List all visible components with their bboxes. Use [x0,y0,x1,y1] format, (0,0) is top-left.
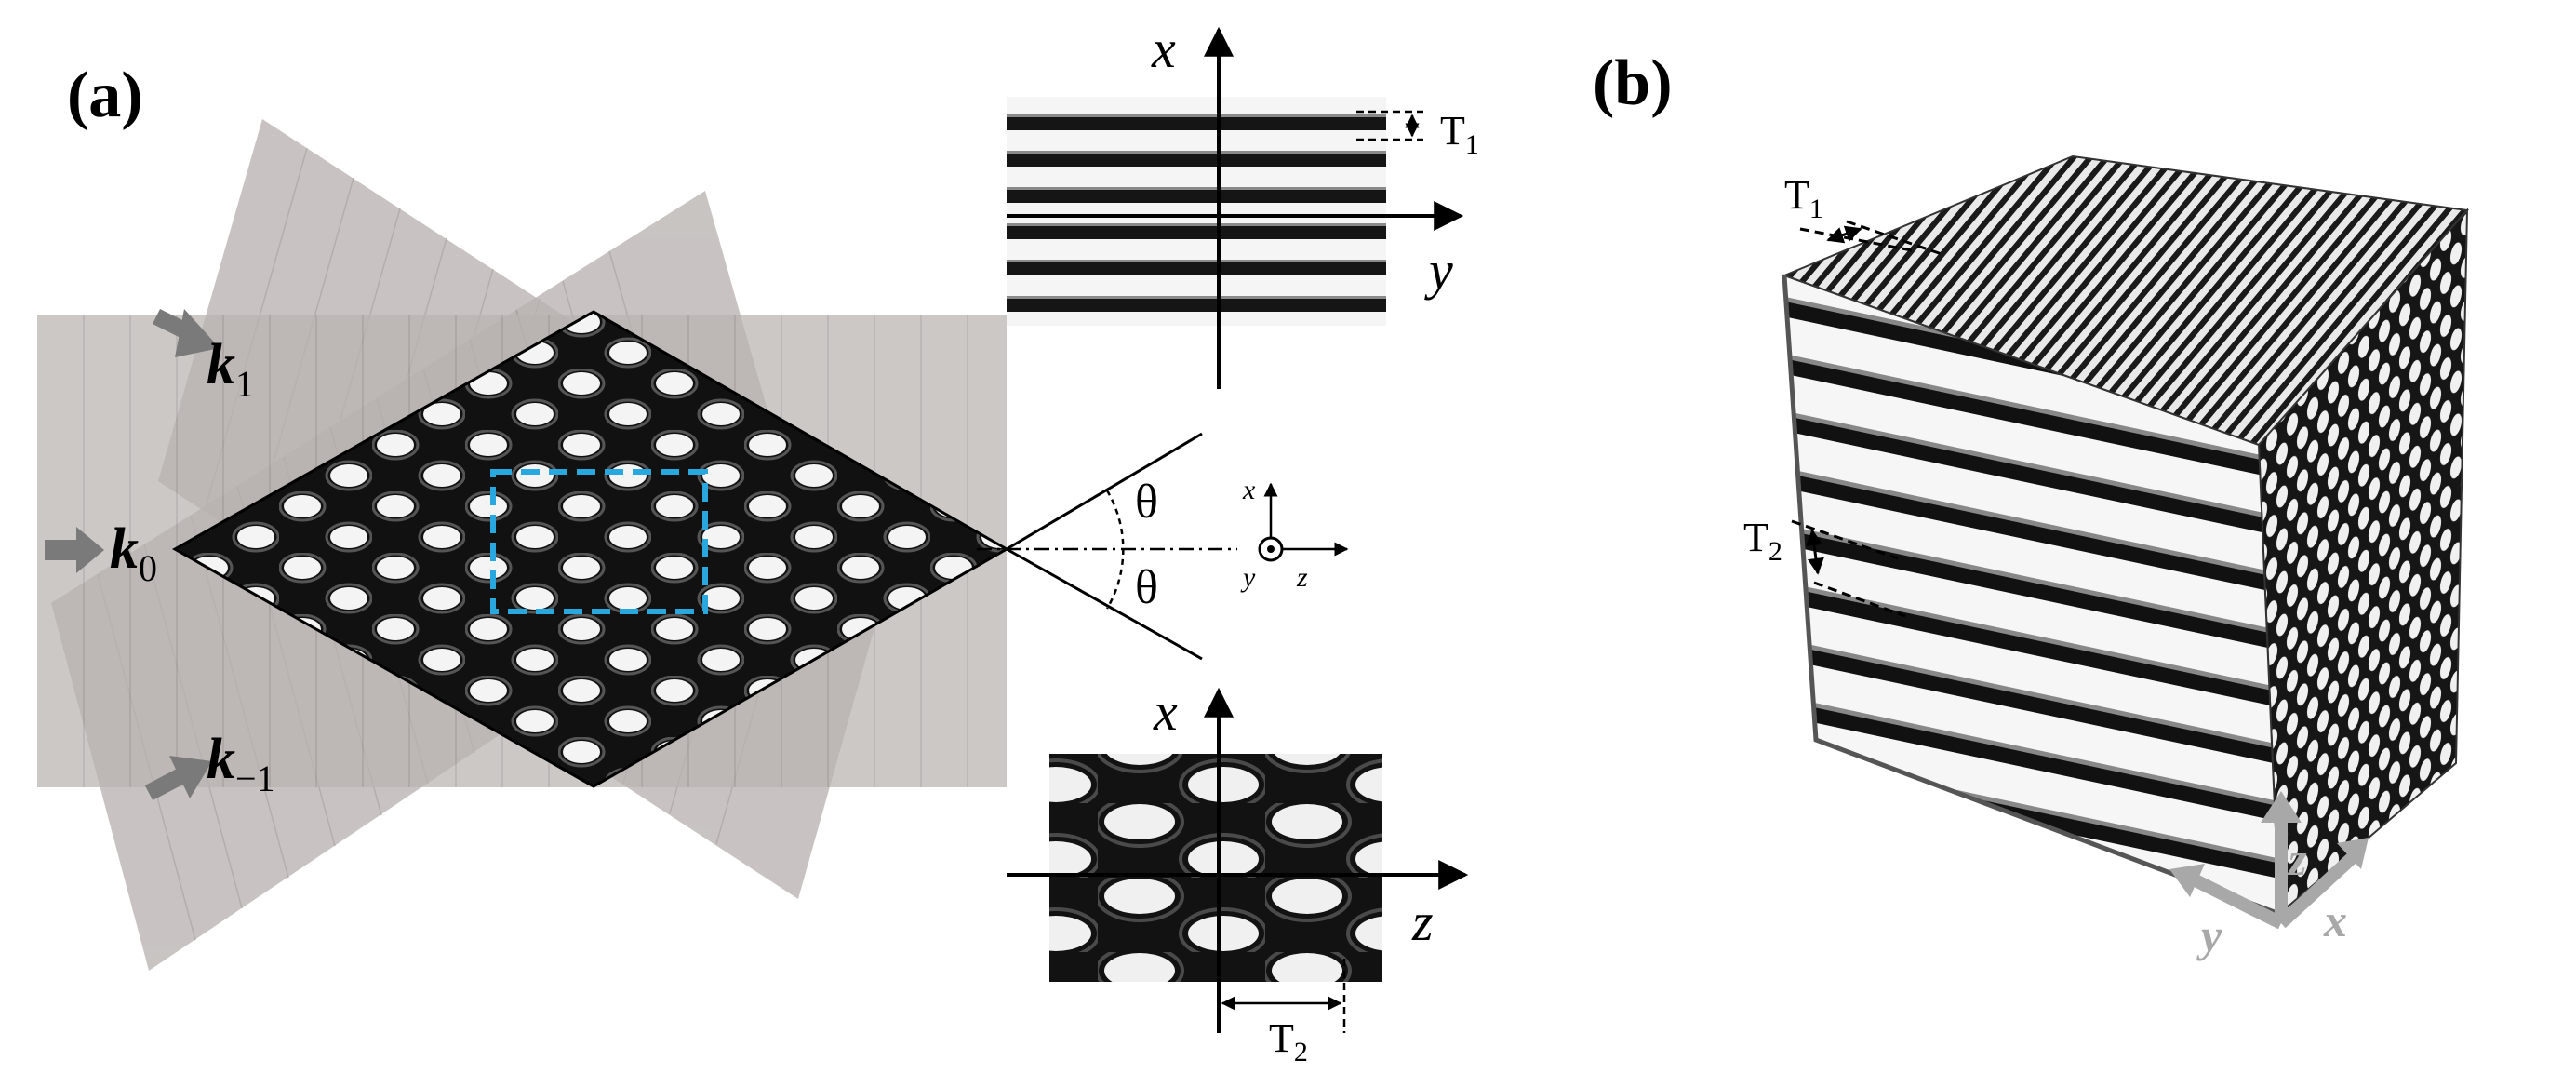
inset-xy [1007,26,1464,389]
triad-y-label: y [1240,562,1256,593]
arrow-k0-icon [45,527,104,573]
inset-xz-x-label: x [1153,681,1178,742]
theta-upper-label: θ [1135,476,1158,529]
cube-t2-marker [1791,519,1906,618]
cube-axis-x-label: x [2323,894,2347,946]
cube-t2-label: T2 [1743,515,1782,567]
triad-z-label: z [1296,562,1308,593]
panel-a-label: (a) [67,60,143,131]
panel-b: (b) T1 T2 z y x [1593,47,2469,961]
t2-marker [1221,959,1346,1033]
inset-xz [1007,687,1469,1033]
cube-t1-label: T1 [1784,172,1823,224]
inset-xy-x-label: x [1151,19,1176,79]
arrow-k1-icon [152,308,220,357]
theta-lower-label: θ [1135,561,1158,614]
cube-t1-marker [1799,220,1945,257]
cube-axis-y-label: y [2196,909,2222,961]
label-k-minus-1: k−1 [207,728,275,799]
inset-xz-z-label: z [1411,892,1434,952]
arrow-k-minus-1-icon [144,756,212,800]
coord-triad-small [1258,482,1349,562]
t1-label: T1 [1440,108,1479,160]
selection-box [490,469,708,614]
label-k1: k1 [207,333,254,405]
panel-a: (a) [37,19,1479,1067]
cube-axis-z-label: z [2287,833,2307,885]
angle-diagram [977,432,1237,661]
inset-xy-y-label: y [1424,240,1453,301]
t1-marker [1356,110,1423,141]
label-k0: k0 [110,517,157,589]
t2-label: T2 [1269,1015,1308,1067]
cube-axes [2169,791,2369,930]
panel-b-label: (b) [1593,47,1673,119]
triad-x-label: x [1242,475,1256,505]
